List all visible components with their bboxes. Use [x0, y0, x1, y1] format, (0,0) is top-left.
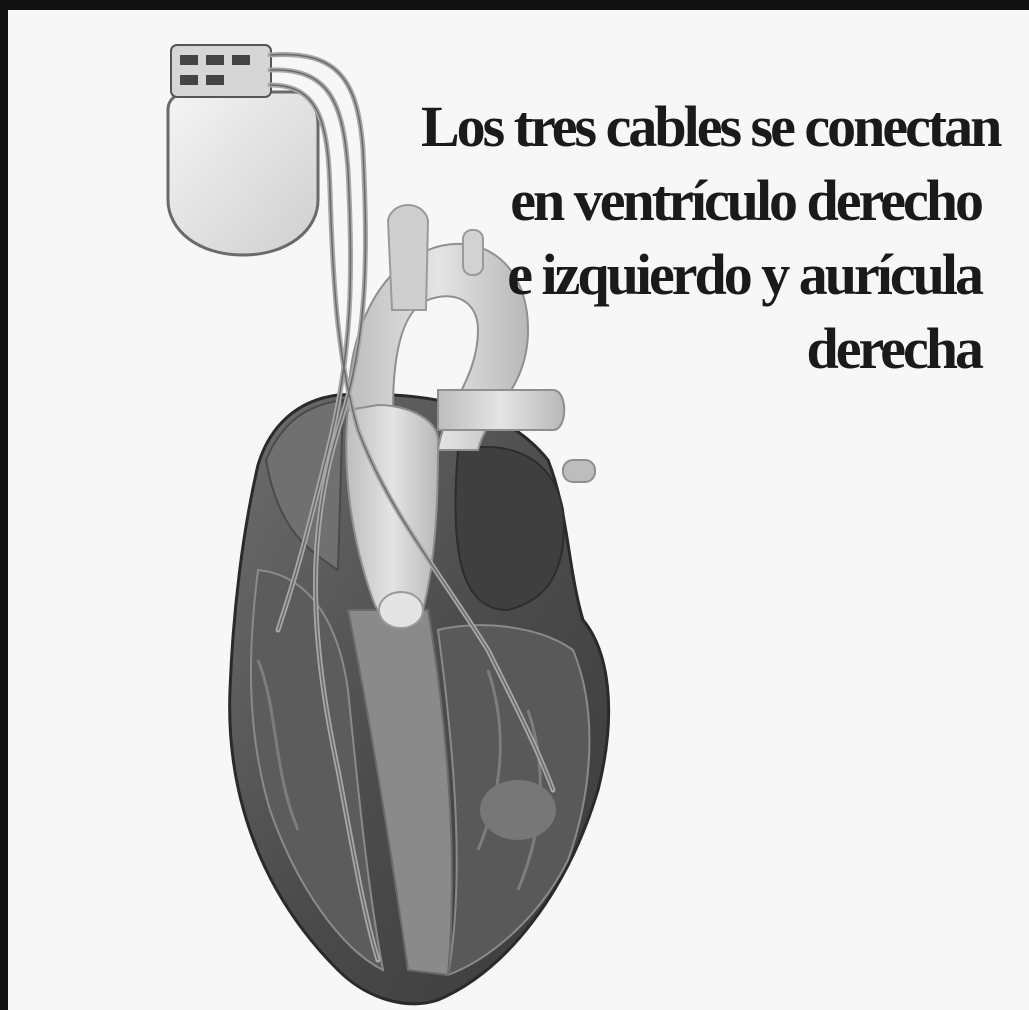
- caption-line: en ventrículo derecho: [421, 164, 981, 238]
- caption-line: derecha: [421, 312, 981, 386]
- caption-text: Los tres cables se conectan en ventrícul…: [421, 90, 981, 386]
- pacemaker-device: [168, 45, 318, 255]
- caption-line: Los tres cables se conectan: [421, 90, 981, 164]
- caption-line: e izquierdo y aurícula: [421, 238, 981, 312]
